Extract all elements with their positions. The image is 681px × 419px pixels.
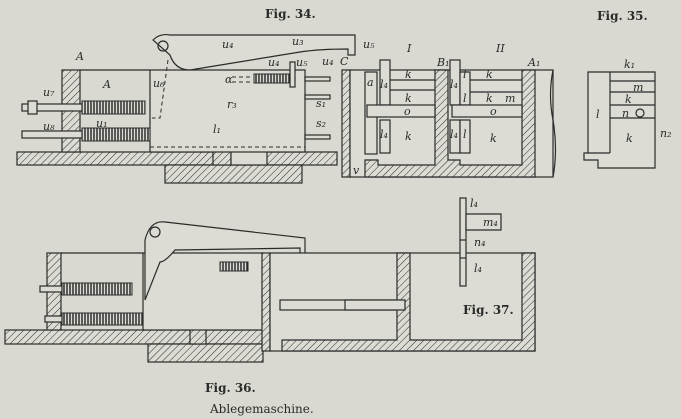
lever-u4	[152, 33, 356, 71]
label: k	[490, 132, 497, 145]
label: o	[490, 105, 497, 118]
fig35-caption: Fig. 35.	[597, 9, 648, 23]
spring-u1	[81, 127, 151, 142]
label: l₄	[380, 128, 388, 141]
fig34-caption: Fig. 34.	[265, 7, 316, 21]
label: n₄	[474, 236, 486, 249]
label: v	[353, 164, 360, 177]
label: A	[102, 78, 111, 91]
label: u₆	[153, 77, 165, 90]
label: m	[633, 81, 643, 94]
label: k	[405, 68, 412, 81]
label: s₁	[316, 97, 326, 110]
label: k	[625, 93, 632, 106]
label: l₄	[450, 128, 458, 141]
spring-u4	[253, 73, 291, 84]
fig36-caption: Fig. 36.	[205, 381, 256, 395]
label: l	[463, 128, 467, 141]
label: u₅	[296, 56, 308, 69]
lower-base	[164, 164, 303, 184]
spring-upper	[81, 100, 146, 115]
label: k	[486, 92, 493, 105]
label: a	[367, 76, 374, 89]
label: u₁	[96, 117, 108, 130]
label: s₂	[316, 117, 326, 130]
figure-34: Fig. 34.	[16, 7, 557, 184]
label: u₄	[268, 56, 280, 69]
figure-36: Fig. 36. Ablegemaschine.	[4, 221, 536, 416]
pawl-u5	[289, 61, 296, 88]
label: l	[463, 68, 467, 81]
fig37-caption: Fig. 37.	[463, 303, 514, 317]
label: k	[626, 132, 633, 145]
figure-35: Fig. 35. k₁ m k l n n₂ k	[583, 9, 672, 169]
label: A	[75, 50, 84, 63]
label: α	[225, 73, 233, 86]
label: u₈	[43, 120, 55, 133]
label: n	[622, 107, 629, 120]
label: k₁	[624, 58, 635, 71]
label: A₁	[527, 56, 540, 69]
label: u₅	[363, 38, 375, 51]
bar-o-II	[451, 104, 523, 118]
label: u₃	[292, 35, 304, 48]
front-wall-C	[341, 69, 351, 178]
nut	[27, 100, 38, 115]
magazine-floor	[364, 69, 536, 178]
slide-block-r3	[149, 69, 306, 153]
label: l₁	[213, 123, 221, 136]
label: C	[340, 55, 349, 68]
label: u₄	[322, 55, 334, 68]
label: II	[495, 42, 505, 55]
label: l	[596, 108, 600, 121]
lever-pivot	[157, 40, 169, 52]
label: o	[404, 105, 411, 118]
plate-title: Ablegemaschine.	[209, 402, 314, 416]
label: I	[406, 42, 412, 55]
label: k	[486, 68, 493, 81]
label: l	[463, 92, 467, 105]
label: B₁	[436, 56, 450, 69]
bar-o-I	[366, 104, 436, 118]
label: m₄	[483, 216, 498, 229]
label: u₇	[43, 86, 55, 99]
figure-37: l₄ m₄ n₄ l₄ Fig. 37.	[459, 197, 514, 317]
label: l₄	[380, 78, 388, 91]
label: m	[505, 92, 515, 105]
label: u₄	[222, 38, 234, 51]
label: k	[405, 92, 412, 105]
label: r₃	[227, 98, 237, 111]
label: l₄	[470, 197, 478, 210]
label: k	[405, 130, 412, 143]
label: n₂	[660, 127, 672, 140]
label: l₄	[450, 78, 458, 91]
key-l4-I-lower	[379, 119, 391, 154]
label: l₄	[474, 262, 482, 275]
base-plate	[16, 151, 338, 166]
